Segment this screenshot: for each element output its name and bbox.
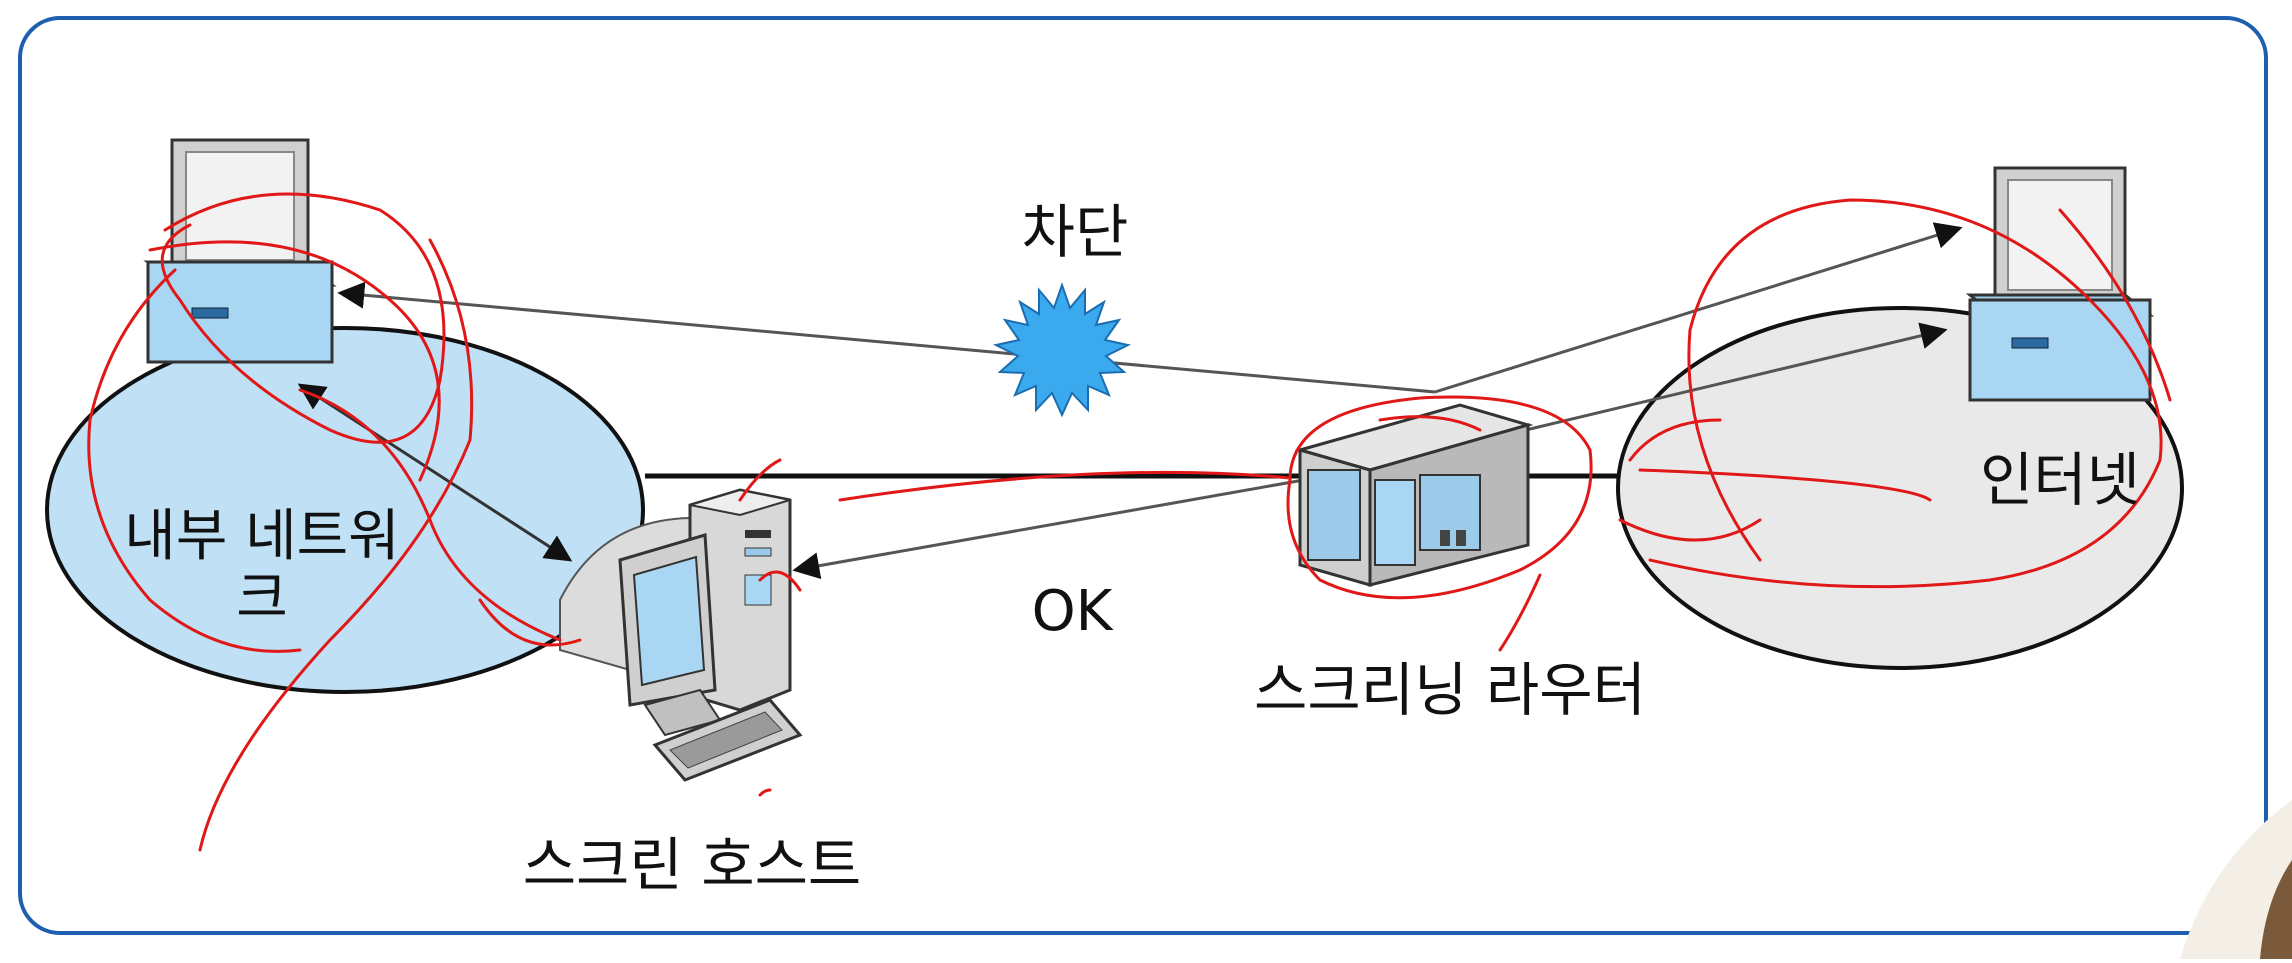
blocked-starburst-icon [993, 281, 1131, 418]
screening-router-icon [1294, 403, 1534, 587]
internal-network-label-line1: 내부 네트워 [124, 504, 399, 569]
corner-decoration [2180, 800, 2292, 959]
blocked-arrow [337, 281, 1436, 394]
screen-host-label: 스크린 호스트 [523, 831, 862, 899]
internal-network-label-line2: 크 [236, 566, 288, 631]
screening-router-label: 스크리닝 라우터 [1254, 656, 1646, 724]
corner-shadow [2260, 860, 2292, 959]
ok-label: OK [1032, 579, 1114, 644]
internal-to-screen-host-arrow [297, 383, 573, 562]
blocked-label: 차단 [1022, 198, 1129, 266]
internet-host-desktop-icon [1965, 166, 2155, 402]
screen-host-workstation-icon [559, 488, 803, 782]
internet-label: 인터넷 [1980, 446, 2140, 514]
ok-arrow [792, 468, 1361, 580]
pen-annotations [87, 192, 2172, 852]
internal-host-desktop-icon [143, 138, 337, 364]
